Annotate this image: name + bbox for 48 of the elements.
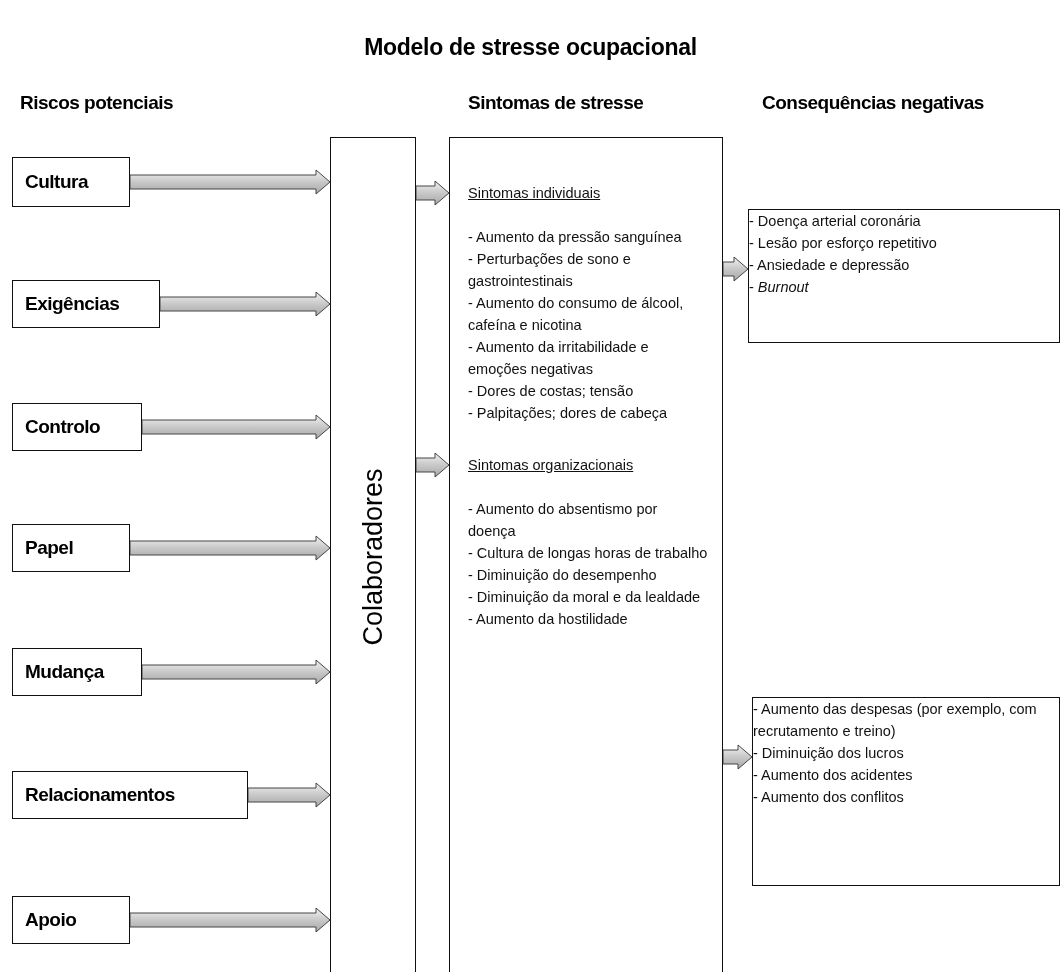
list-item: - Dores de costas; tensão — [468, 382, 635, 401]
block-arrow — [415, 180, 450, 206]
list-item: - Diminuição da moral e da lealdade — [468, 588, 702, 607]
risk-box: Cultura — [12, 157, 130, 207]
column-heading: Consequências negativas — [762, 92, 984, 114]
list-item: - Doença arterial coronária — [749, 212, 922, 231]
list-item: - Aumento da hostilidade — [468, 610, 629, 629]
list-item: - Ansiedade e depressão — [749, 256, 911, 275]
section-heading: Sintomas organizacionais — [468, 456, 635, 475]
list-item: - Diminuição do desempenho — [468, 566, 658, 585]
box-label: Colaboradores — [357, 468, 389, 646]
risk-box: Apoio — [12, 896, 130, 944]
list-item: - Cultura de longas horas de trabalho — [468, 544, 708, 563]
list-item: - Aumento do absentismo por doença — [468, 500, 659, 541]
block-arrow — [722, 256, 749, 282]
risk-box: Controlo — [12, 403, 142, 451]
block-arrow — [159, 291, 331, 317]
risk-box: Exigências — [12, 280, 160, 328]
consequences-box — [748, 209, 1060, 343]
risk-box: Mudança — [12, 648, 142, 696]
block-arrow — [141, 414, 331, 440]
block-arrow — [129, 907, 331, 933]
list-item: - Aumento dos conflitos — [753, 788, 905, 807]
block-arrow — [129, 535, 331, 561]
block-arrow — [141, 659, 331, 685]
list-item: - Aumento dos acidentes — [753, 766, 914, 785]
block-arrow — [247, 782, 331, 808]
section-heading: Sintomas individuais — [468, 184, 602, 203]
column-heading: Riscos potenciais — [20, 92, 174, 114]
list-item: - Burnout — [749, 278, 810, 297]
risk-box: Papel — [12, 524, 130, 572]
column-heading: Sintomas de stresse — [468, 92, 644, 114]
list-item: - Aumento do consumo de álcool, cafeína e nicotina — [468, 294, 685, 335]
block-arrow — [129, 169, 331, 195]
consequences-box — [752, 697, 1060, 886]
list-item: - Aumento das despesas (por exemplo, com recrutamento e treino) — [753, 700, 1038, 741]
risk-box: Relacionamentos — [12, 771, 248, 819]
list-item: - Diminuição dos lucros — [753, 744, 905, 763]
diagram-title: Modelo de stresse ocupacional — [364, 34, 697, 60]
vertical-box — [330, 137, 416, 972]
list-item: - Aumento da pressão sanguínea — [468, 228, 683, 247]
block-arrow — [722, 744, 753, 770]
block-arrow — [415, 452, 450, 478]
list-item: - Palpitações; dores de cabeça — [468, 404, 669, 423]
symptoms-box — [449, 137, 723, 972]
list-item: - Lesão por esforço repetitivo — [749, 234, 938, 253]
list-item: - Perturbações de sono e gastrointestinais — [468, 250, 632, 291]
list-item: - Aumento da irritabilidade e emoções negativas — [468, 338, 650, 379]
